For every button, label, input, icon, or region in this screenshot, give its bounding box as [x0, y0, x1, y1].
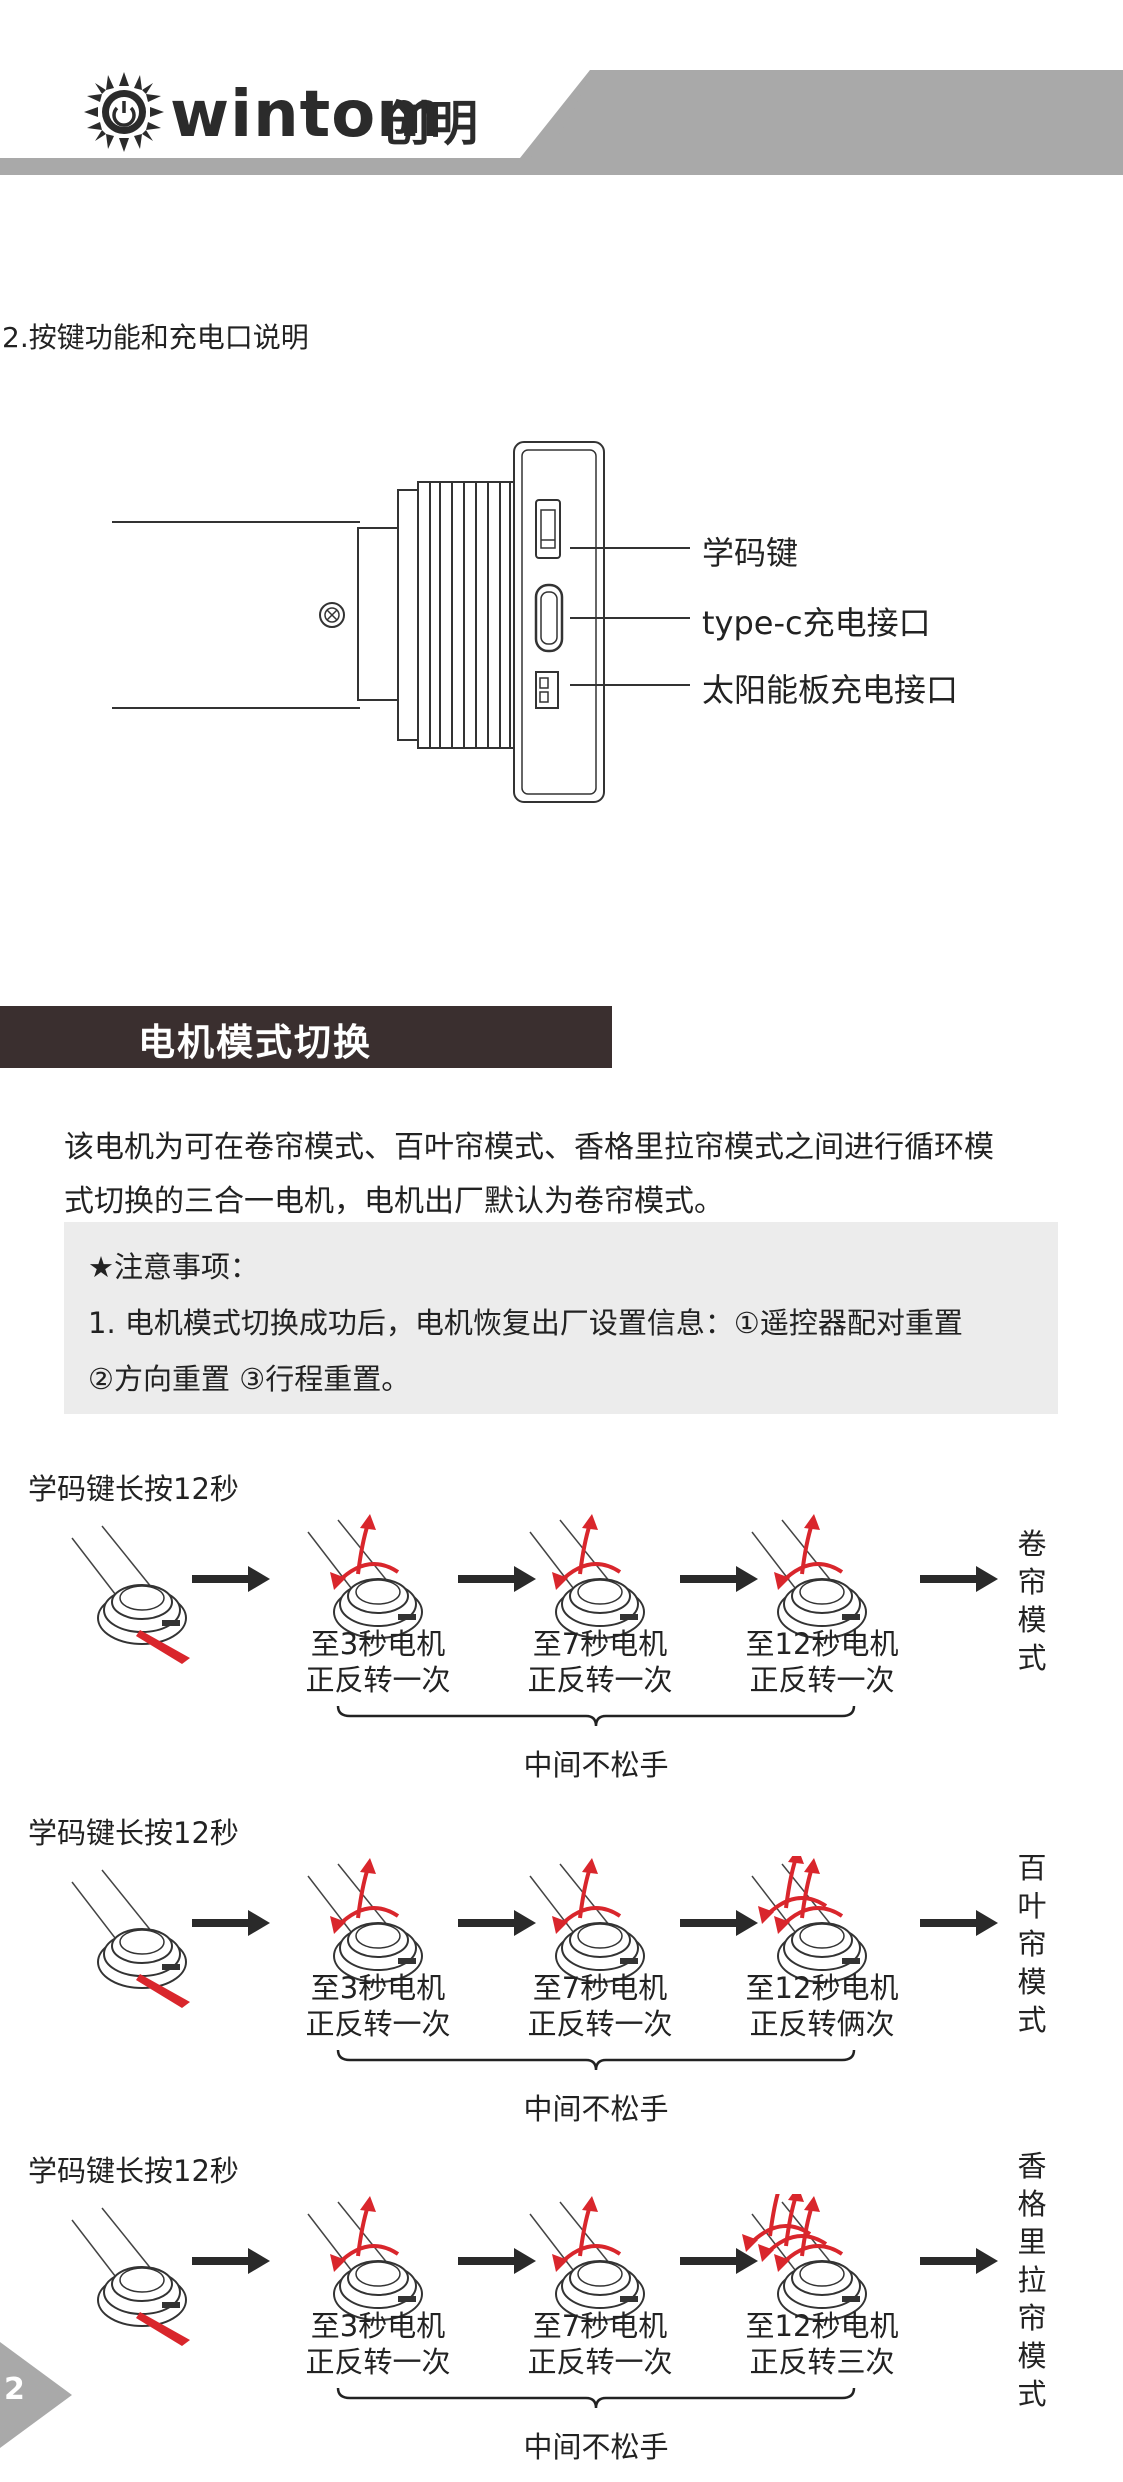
result-mode-char: 式 [1017, 1641, 1047, 1675]
result-mode-char: 里 [1017, 2225, 1047, 2259]
step-label-line1: 至3秒电机 [310, 1971, 446, 2005]
motor-with-hand [71, 1869, 190, 2008]
section-title: 2.按键功能和充电口说明 [2, 321, 309, 354]
result-mode-char: 帘 [1017, 2301, 1047, 2335]
note-box [64, 1222, 1058, 1414]
step-label-line1: 至12秒电机 [745, 1627, 899, 1661]
motor-rotating-icon [529, 1858, 645, 1983]
step-label-line2: 正反转一次 [527, 2007, 673, 2041]
step-arrow [458, 1910, 536, 1936]
step-label-line2: 正反转一次 [305, 2345, 451, 2379]
end-cap-panel [513, 441, 605, 803]
mode-section-title: 电机模式切换 [138, 1021, 372, 1064]
step-label-line1: 至7秒电机 [532, 1627, 668, 1661]
result-mode-char: 香 [1017, 2149, 1047, 2183]
result-mode-char: 式 [1017, 2377, 1047, 2411]
middle-label: 中间不松手 [523, 2092, 669, 2126]
step-label-line1: 至3秒电机 [310, 1627, 446, 1661]
result-mode-char: 模 [1017, 2339, 1047, 2373]
step-label-line1: 至12秒电机 [745, 2309, 899, 2343]
step-label-line1: 至12秒电机 [745, 1971, 899, 2005]
step-label-line2: 正反转一次 [527, 1663, 673, 1697]
result-arrow [920, 1566, 998, 1592]
result-mode-char: 格 [1017, 2187, 1047, 2221]
brace-line [336, 2049, 856, 2071]
mode-section-band [0, 1006, 612, 1068]
result-mode-char: 百 [1017, 1851, 1047, 1885]
result-mode-char: 式 [1017, 2003, 1047, 2037]
step-label-line1: 至7秒电机 [532, 1971, 668, 2005]
result-mode-char: 拉 [1017, 2263, 1047, 2297]
header-band [0, 70, 1123, 175]
motor-with-hand [71, 1525, 190, 1664]
intro-line-1: 该电机为可在卷帘模式、百叶帘模式、香格里拉帘模式之间进行循环模 [64, 1130, 994, 1165]
step-label-line2: 正反转一次 [305, 2007, 451, 2041]
step-arrow [192, 1566, 270, 1592]
result-mode-char: 模 [1017, 1965, 1047, 1999]
motor-rotating-icon [742, 2194, 867, 2321]
brace-line [336, 1705, 856, 1727]
motor-rotating-icon [307, 1514, 423, 1639]
result-mode-char: 叶 [1017, 1889, 1047, 1923]
motor-rotating-icon [307, 2196, 423, 2321]
brand-logo-text: wintom [170, 78, 444, 152]
middle-label: 中间不松手 [523, 1748, 669, 1782]
step-label-line2: 正反转俩次 [749, 2007, 895, 2041]
brand-logo-cn: 创明 [382, 96, 479, 152]
step-label-line2: 正反转三次 [749, 2345, 895, 2379]
step-arrow [192, 1910, 270, 1936]
result-mode-char: 帘 [1017, 1565, 1047, 1599]
row-title: 学码键长按12秒 [28, 2154, 239, 2188]
step-label-line2: 正反转一次 [749, 1663, 895, 1697]
step-arrow [680, 1910, 758, 1936]
brace-line [336, 2387, 856, 2409]
note-line-1: 1. 电机模式切换成功后，电机恢复出厂设置信息：①遥控器配对重置 [88, 1306, 963, 1340]
sun-power-icon [84, 72, 164, 152]
step-arrow [192, 2248, 270, 2274]
callout-solar-port: 太阳能板充电接口 [702, 671, 959, 709]
motor-rotating-icon [307, 1858, 423, 1983]
motor-rotating-icon [751, 1514, 867, 1639]
row-title: 学码键长按12秒 [28, 1816, 239, 1850]
step-arrow [680, 2248, 758, 2274]
result-arrow [920, 1910, 998, 1936]
intro-line-2: 式切换的三合一电机，电机出厂默认为卷帘模式。 [64, 1184, 724, 1219]
motor-rotating-icon [529, 1514, 645, 1639]
screw-icon [319, 602, 345, 628]
step-arrow [458, 2248, 536, 2274]
step-label-line2: 正反转一次 [305, 1663, 451, 1697]
note-title: ★注意事项： [88, 1250, 259, 1284]
learn-key-icon [535, 499, 561, 559]
page-number: 2 [4, 2372, 25, 2407]
step-arrow [458, 1566, 536, 1592]
step-label-line1: 至3秒电机 [310, 2309, 446, 2343]
middle-label: 中间不松手 [523, 2430, 669, 2464]
result-mode-char: 模 [1017, 1603, 1047, 1637]
page-number-badge [0, 2342, 72, 2448]
step-label-line2: 正反转一次 [527, 2345, 673, 2379]
result-mode-char: 帘 [1017, 1927, 1047, 1961]
result-mode-char: 卷 [1017, 1527, 1047, 1561]
motor-with-hand [71, 2207, 190, 2346]
note-line-2: ②方向重置 ③行程重置。 [88, 1362, 411, 1396]
step-label-line1: 至7秒电机 [532, 2309, 668, 2343]
row-title: 学码键长按12秒 [28, 1472, 239, 1506]
callout-lines [570, 547, 690, 686]
callout-type-c-port: type-c充电接口 [702, 604, 931, 642]
step-arrow [680, 1566, 758, 1592]
motor-rotating-icon [529, 2196, 645, 2321]
callout-learn-key: 学码键 [702, 534, 799, 572]
motor-rotating-icon [751, 1856, 867, 1983]
result-arrow [920, 2248, 998, 2274]
